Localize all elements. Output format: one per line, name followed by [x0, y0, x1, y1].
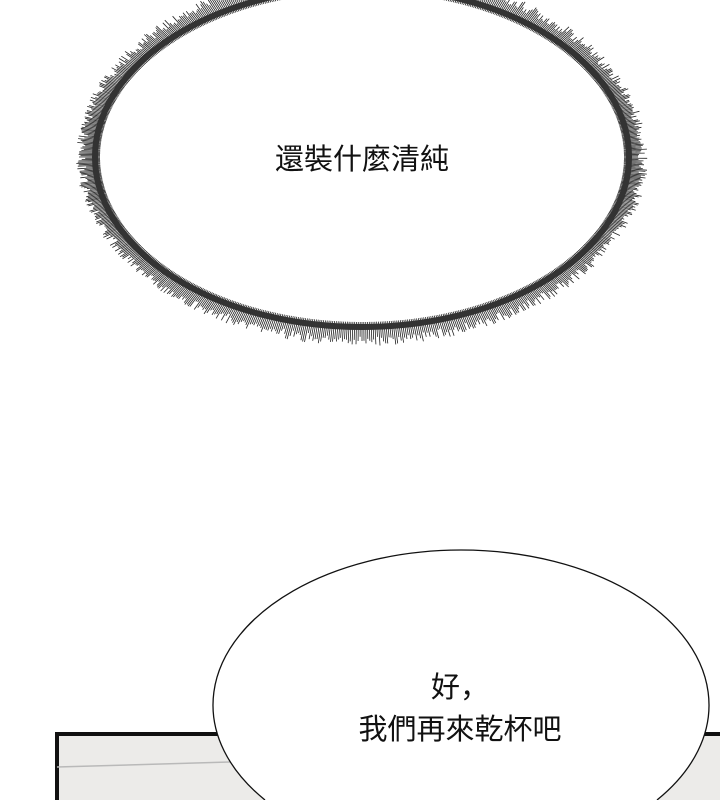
speech-text-line-1: 好， — [430, 670, 489, 704]
fuzzy-thought-bubble — [76, 0, 648, 346]
fuzzy-core-ring — [92, 0, 632, 330]
thought-text: 還裝什麼清純 — [274, 142, 449, 176]
speech-bubble — [212, 549, 710, 800]
speech-text-line-2: 我們再來乾杯吧 — [358, 712, 562, 746]
